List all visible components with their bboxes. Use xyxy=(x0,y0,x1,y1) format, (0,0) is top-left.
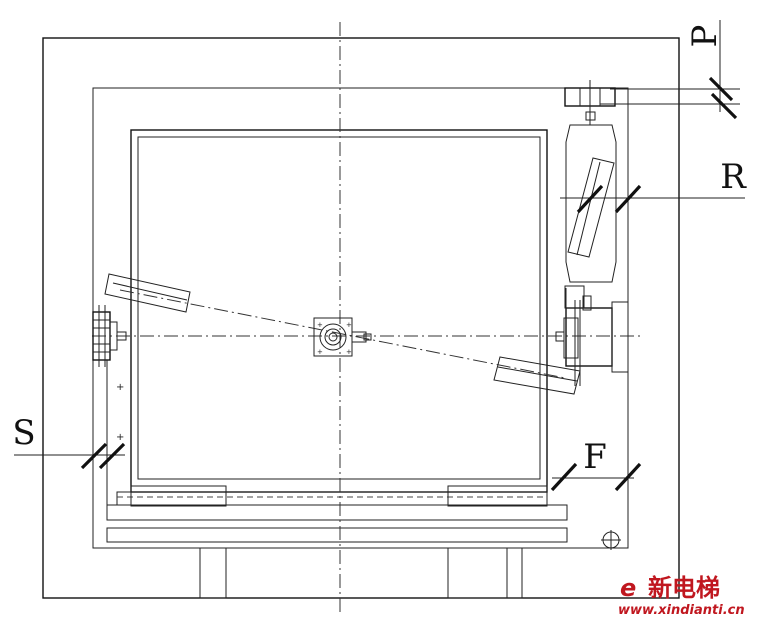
svg-text:+: + xyxy=(317,348,323,356)
label-f: F xyxy=(583,437,607,477)
sill-block-right xyxy=(447,485,548,507)
door-jamb-right xyxy=(447,547,523,599)
car-center-hub: + + + + xyxy=(313,317,372,357)
left-tilted-component xyxy=(104,273,191,313)
svg-text:+: + xyxy=(346,321,352,329)
right-tilted-component xyxy=(493,356,581,395)
svg-text:+: + xyxy=(317,321,323,329)
landing-sill-lower xyxy=(106,527,568,543)
dimension-p xyxy=(600,20,740,120)
car-outer xyxy=(130,129,548,493)
counterweight-frame xyxy=(565,111,617,283)
buffer-symbol xyxy=(601,530,621,550)
shaft-outer-wall xyxy=(42,37,680,599)
svg-text:+: + xyxy=(116,382,124,393)
sill-block-left xyxy=(130,485,227,507)
label-r: R xyxy=(720,157,747,197)
watermark-logo-letter: e xyxy=(620,574,636,602)
landing-sill-upper xyxy=(106,504,568,521)
dimension-f xyxy=(550,462,642,492)
car-sill xyxy=(116,491,548,506)
top-sheave xyxy=(564,80,616,114)
left-guide-rail xyxy=(92,305,127,367)
svg-text:+: + xyxy=(116,432,124,443)
watermark-logo: e 新电梯 www.xindianti.cn xyxy=(618,574,745,618)
dimension-s xyxy=(14,442,126,470)
car-inner xyxy=(137,136,541,480)
svg-text:+: + xyxy=(346,348,352,356)
watermark-name: 新电梯 xyxy=(648,574,720,602)
right-car-guide xyxy=(555,285,629,386)
diagonal-centerline xyxy=(119,289,566,379)
door-jamb-left xyxy=(199,547,227,599)
dimension-r xyxy=(560,184,745,214)
label-p: P xyxy=(685,25,725,48)
watermark-url: www.xindianti.cn xyxy=(618,603,745,618)
label-s: S xyxy=(12,413,35,453)
